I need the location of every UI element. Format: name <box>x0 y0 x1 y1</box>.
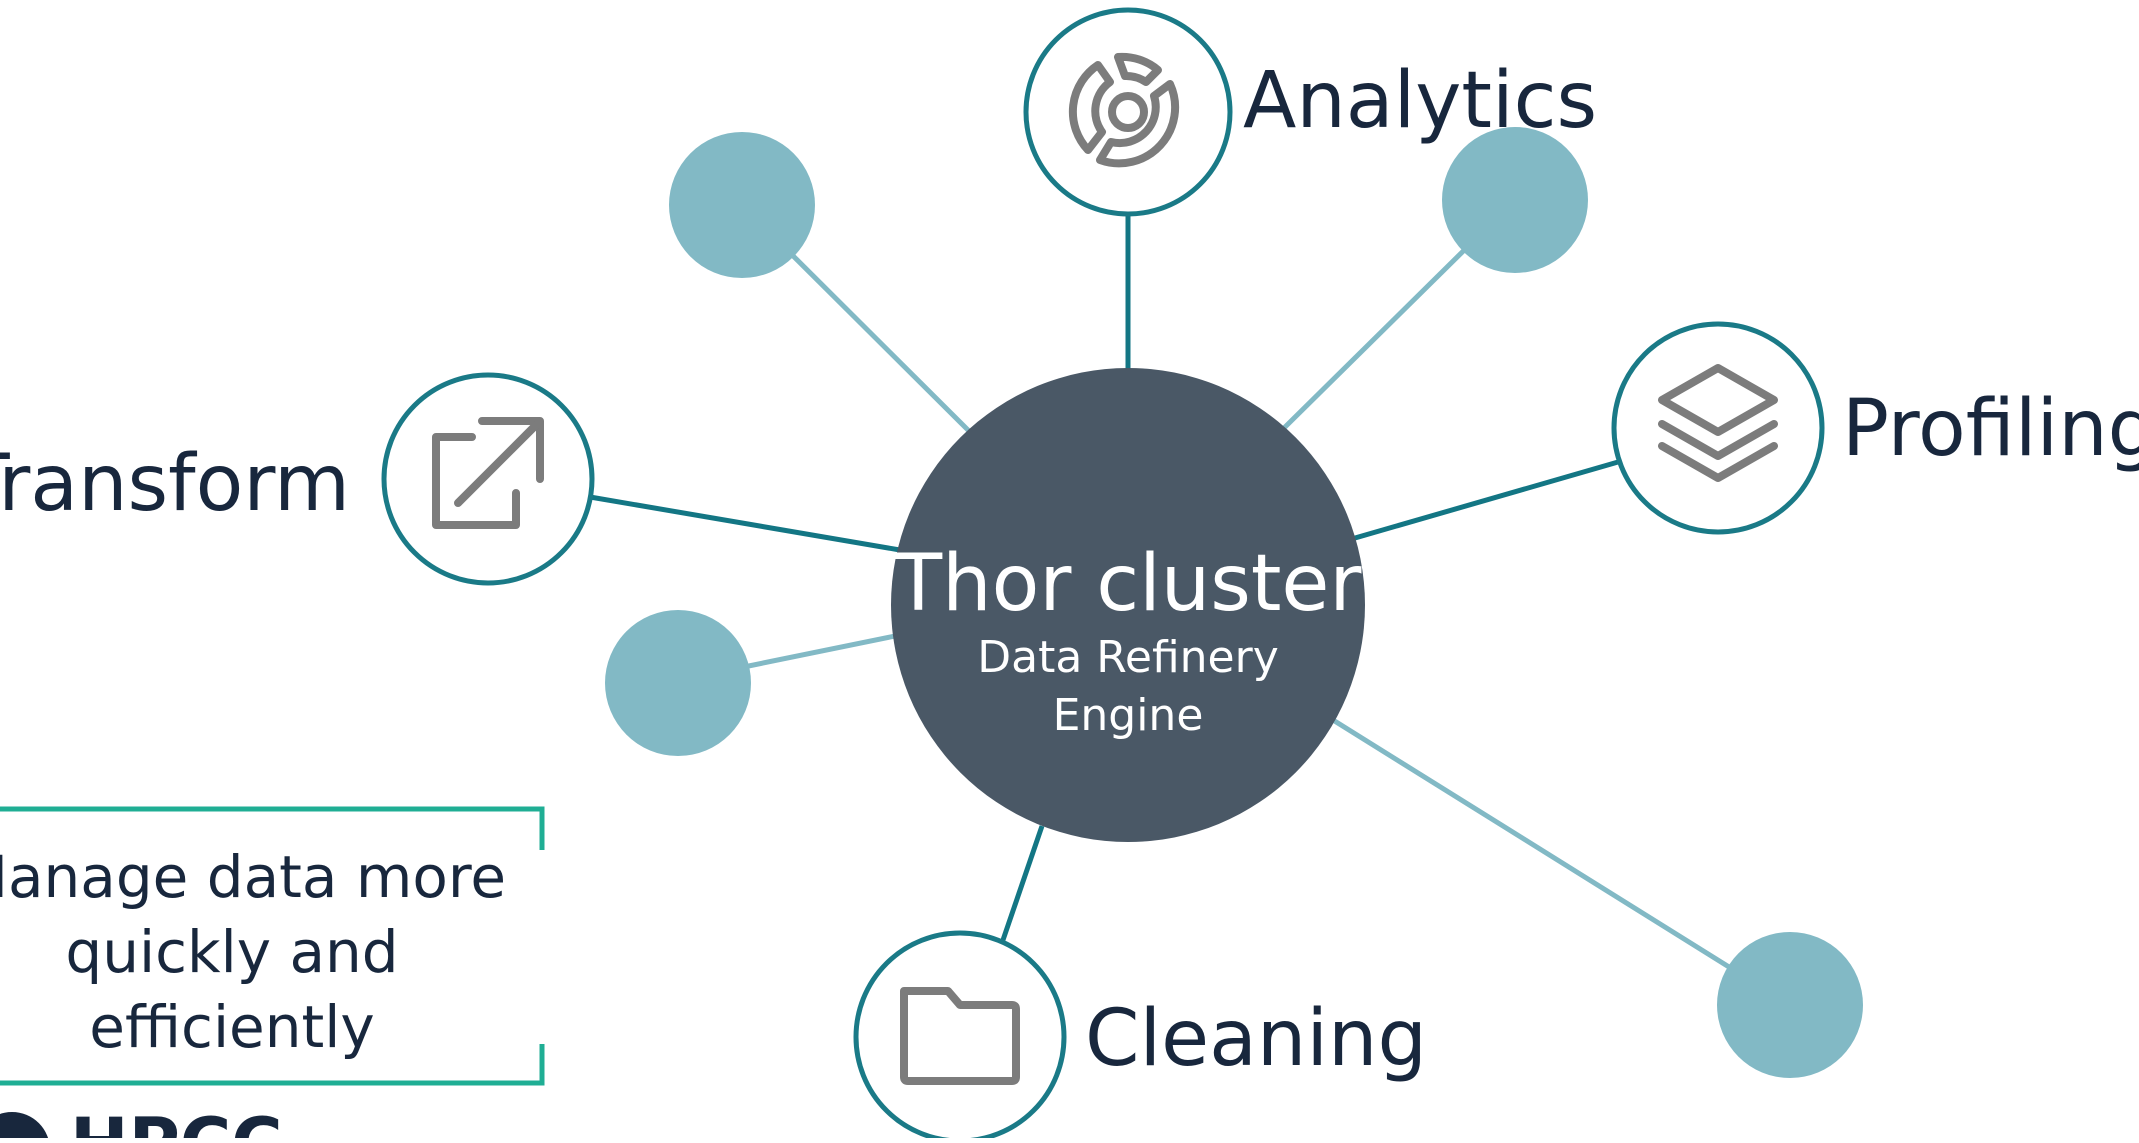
dot-bottom-right <box>1717 932 1863 1078</box>
node-analytics: Analytics <box>1023 7 1597 217</box>
center-hub: Thor cluster Data Refinery Engine <box>891 368 1365 842</box>
dot-left <box>605 610 751 756</box>
connector-profiling <box>1354 457 1626 541</box>
svg-text:HPCC: HPCC <box>70 1103 283 1138</box>
satellite-dots <box>605 127 1863 1078</box>
node-transform-ring <box>381 372 595 586</box>
company-logo: HPCC <box>0 1103 283 1143</box>
dot-top-right <box>1442 127 1588 273</box>
folder-icon <box>900 987 1020 1085</box>
callout-line3: efficiently <box>89 993 374 1061</box>
node-transform: Transform <box>0 372 595 586</box>
connector-transform <box>589 494 901 553</box>
node-profiling-label: Profiling <box>1842 384 2139 474</box>
node-profiling: Profiling <box>1611 321 2139 535</box>
callout-box: Manage data more quickly and efficiently <box>0 806 545 1086</box>
node-analytics-ring <box>1023 7 1233 217</box>
connector-bottom-right-dot <box>1323 712 1792 1008</box>
layers-icon <box>1658 364 1778 482</box>
callout-bracket <box>0 806 545 1086</box>
center-title: Thor cluster <box>894 539 1363 629</box>
connector-cleaning <box>1000 825 1045 941</box>
center-subtitle-line2: Engine <box>1053 690 1204 741</box>
external-link-icon <box>432 417 544 529</box>
callout-line2: quickly and <box>65 918 398 986</box>
center-circle <box>891 368 1365 842</box>
dot-top-left <box>669 132 815 278</box>
connectors-dark <box>589 210 1626 941</box>
logo-mark-icon <box>0 1112 50 1143</box>
center-subtitle-line1: Data Refinery <box>977 632 1279 683</box>
node-cleaning-ring <box>853 930 1067 1143</box>
callout-line1: Manage data more <box>0 843 506 911</box>
node-cleaning-label: Cleaning <box>1085 994 1427 1084</box>
node-cleaning: Cleaning <box>853 930 1427 1143</box>
node-transform-label: Transform <box>0 439 350 529</box>
pie-chart-icon <box>1068 52 1180 168</box>
node-analytics-label: Analytics <box>1243 56 1597 146</box>
